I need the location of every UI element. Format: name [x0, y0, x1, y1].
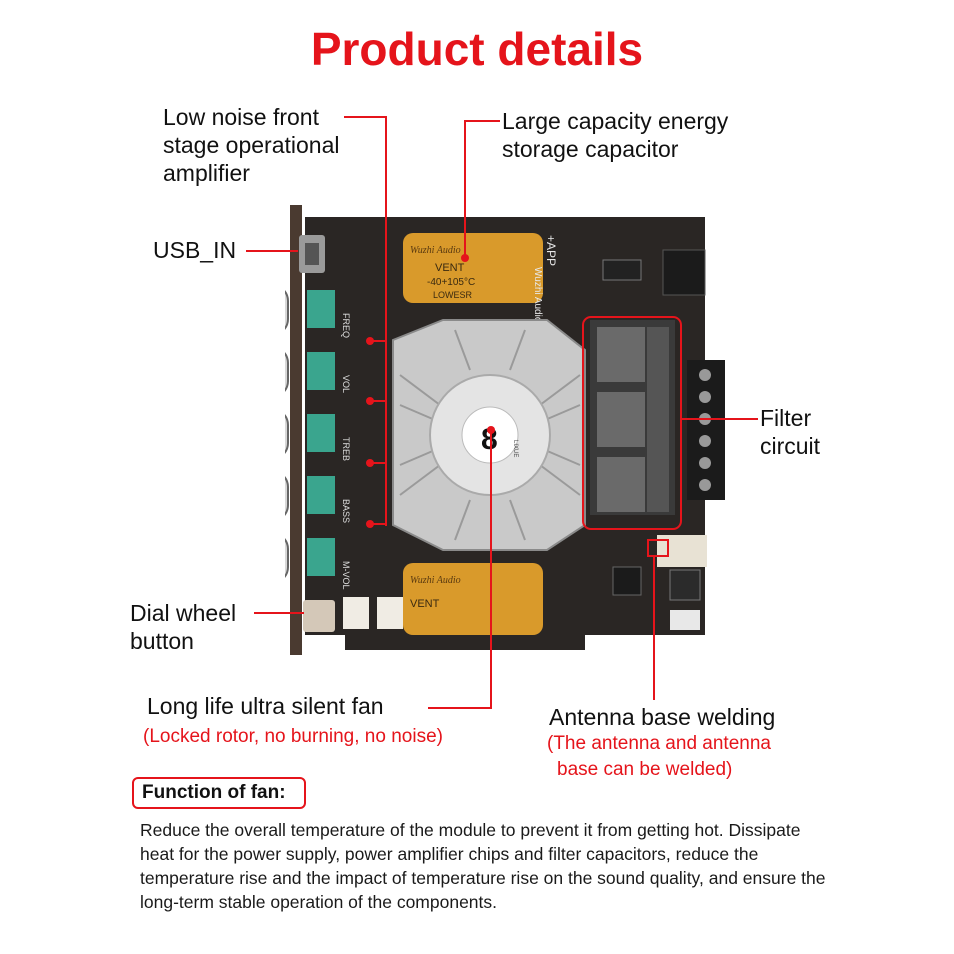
- potentiometer: [307, 352, 335, 390]
- connector-small: [670, 610, 700, 630]
- op-amp-callout-branch: [370, 462, 386, 464]
- knob: [285, 290, 289, 330]
- capacitor-vent: VENT: [410, 598, 440, 610]
- usb-label: USB_IN: [153, 237, 237, 263]
- op-amp-callout-branch: [370, 400, 386, 402]
- dial-label-line: Dial wheel: [130, 600, 237, 626]
- knob: [285, 414, 289, 454]
- capacitor-bottom: Wuzhi Audio VENT: [403, 563, 543, 635]
- side-panel: [290, 205, 302, 655]
- knob-label-group: FREQ VOL TREB BASS M-VOL: [341, 313, 351, 590]
- filter-label-line: Filter: [760, 405, 812, 431]
- potentiometer: [307, 414, 335, 452]
- fan-callout-line: [490, 430, 492, 708]
- capacitor-temp: -40+105°C: [427, 277, 475, 288]
- board-brand: Wuzhi Audio: [532, 267, 543, 323]
- op-amp-label: Low noise front stage operational amplif…: [163, 103, 339, 187]
- function-heading: Function of fan:: [132, 777, 306, 809]
- antenna-callout-box: [647, 539, 669, 557]
- fan-label: Long life ultra silent fan: [147, 693, 384, 719]
- filter-label-line: circuit: [760, 433, 821, 459]
- power-jack: [662, 249, 706, 296]
- fan-callout-line: [428, 707, 492, 709]
- heatsink: 8 LIXUE: [392, 319, 586, 551]
- knob: [285, 476, 289, 516]
- usb-port-inner: [305, 243, 319, 265]
- dial-label-line: button: [130, 628, 194, 654]
- knob: [285, 538, 289, 578]
- antenna-sublabel-line: (The antenna and antenna: [547, 733, 771, 754]
- fan-logo-text: LIXUE: [512, 440, 518, 457]
- page-title: Product details: [310, 23, 644, 75]
- filter-label: Filter circuit: [760, 404, 820, 460]
- op-amp-callout-line: [344, 116, 386, 118]
- knob-group: [285, 290, 289, 578]
- capacitor-label-line: storage capacitor: [502, 136, 679, 162]
- potentiometer: [307, 538, 335, 576]
- op-amp-label-line: stage operational: [163, 132, 340, 158]
- capacitor-callout-line: [464, 120, 500, 122]
- filter-inductors: [590, 320, 675, 515]
- connector: [343, 597, 369, 629]
- speaker-terminals: [687, 360, 725, 500]
- op-amp-callout-line: [385, 116, 387, 526]
- filter-circuit-callout-box: [582, 316, 682, 530]
- callout-dot: [461, 254, 469, 262]
- filter-callout-line: [682, 418, 758, 420]
- bluetooth-chip: [612, 566, 642, 596]
- capacitor-label-line: Large capacity energy: [502, 108, 729, 134]
- fan-sublabel: (Locked rotor, no burning, no noise): [143, 726, 443, 747]
- dial-label: Dial wheel button: [130, 599, 236, 655]
- board-app: +APP: [544, 235, 558, 266]
- dial-callout-line: [254, 612, 304, 614]
- callout-dot: [487, 426, 495, 434]
- antenna-sublabel: (The antenna and antenna base can be wel…: [547, 731, 771, 783]
- capacitor-vent: VENT: [435, 262, 465, 274]
- capacitor-top: Wuzhi Audio VENT -40+105°C LOWESR: [403, 233, 543, 303]
- amplifier-board: FREQ VOL TREB BASS M-VOL Wuzhi Audio VEN…: [285, 205, 725, 655]
- capacitor-brand: Wuzhi Audio: [410, 575, 461, 586]
- op-amp-label-line: Low noise front: [163, 104, 319, 130]
- antenna-callout-line: [653, 556, 655, 700]
- knob-label: TREB: [341, 437, 351, 461]
- knob-label: FREQ: [341, 313, 351, 338]
- capacitor-brand: Wuzhi Audio: [410, 245, 461, 256]
- knob-label: M-VOL: [341, 561, 351, 590]
- audio-jack: [669, 569, 701, 601]
- op-amp-label-line: amplifier: [163, 160, 250, 186]
- connector: [377, 597, 403, 629]
- op-amp-callout-branch: [370, 340, 386, 342]
- knob-label: VOL: [341, 375, 351, 393]
- knob-label: BASS: [341, 499, 351, 523]
- capacitor-lowesr: LOWESR: [433, 290, 473, 300]
- capacitor-callout-line: [464, 120, 466, 258]
- usb-callout-line: [246, 250, 298, 252]
- antenna-label: Antenna base welding: [549, 704, 776, 730]
- function-text: Reduce the overall temperature of the mo…: [140, 820, 826, 912]
- capacitor-label: Large capacity energy storage capacitor: [502, 107, 728, 163]
- diode: [602, 259, 642, 281]
- knob: [285, 352, 289, 392]
- antenna-sublabel-line: base can be welded): [557, 759, 733, 780]
- potentiometer: [307, 290, 335, 328]
- dial-wheel-button: [303, 600, 335, 632]
- potentiometer-group: [307, 290, 335, 576]
- potentiometer: [307, 476, 335, 514]
- op-amp-callout-branch: [370, 523, 386, 525]
